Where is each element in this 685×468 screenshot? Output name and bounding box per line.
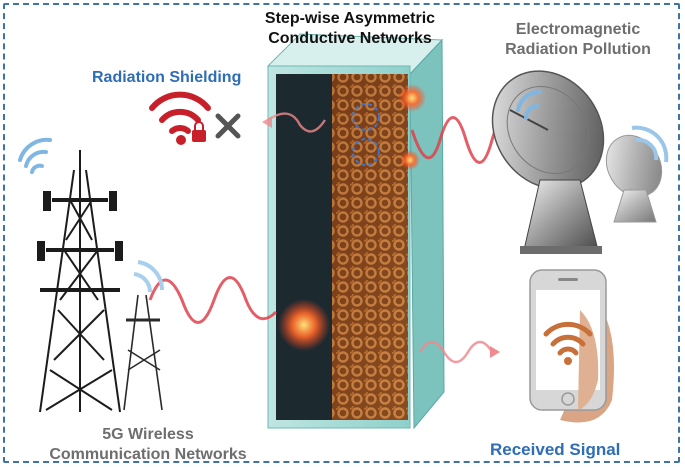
reflected-wave — [267, 112, 327, 133]
shielding-block — [266, 33, 445, 430]
smartphone — [529, 269, 614, 423]
diagram-title: Step-wise Asymmetric Conductive Networks — [240, 9, 460, 49]
hotspot — [278, 299, 330, 351]
pollution-line1: Electromagnetic — [515, 21, 641, 38]
transmitted-wave — [418, 340, 494, 364]
tower-wave — [148, 276, 278, 324]
satellite-dish-small — [605, 134, 663, 223]
dish-signal-icon — [516, 89, 542, 120]
cell-tower — [37, 150, 123, 413]
satellite-dish-large — [491, 70, 605, 254]
network-label: 5G Wireless Communication Networks — [28, 425, 268, 465]
received-signal-label: Received Signal — [490, 440, 621, 459]
small-tower — [123, 294, 163, 411]
network-line2: Communication Networks — [49, 446, 247, 463]
network-line1: 5G Wireless — [102, 426, 194, 443]
title-line1: Step-wise Asymmetric — [264, 10, 436, 27]
pollution-line2: Radiation Pollution — [505, 41, 651, 58]
reflection-circle — [352, 138, 380, 166]
hotspot — [400, 150, 420, 170]
reflection-circle — [352, 103, 380, 131]
title-line2: Conductive Networks — [268, 30, 432, 47]
dish-signal-icon-small — [631, 125, 669, 163]
tower-signal-icon — [133, 260, 165, 293]
blocked-x-icon — [215, 113, 241, 139]
phone-wifi-icon — [543, 321, 593, 365]
hotspot — [398, 84, 426, 112]
dark-conductive-layer — [276, 74, 332, 420]
wifi-lock-icon — [149, 91, 211, 145]
signal-wifi-icon — [18, 137, 52, 174]
shielding-label: Radiation Shielding — [92, 69, 242, 86]
pollution-label: Electromagnetic Radiation Pollution — [478, 20, 678, 60]
